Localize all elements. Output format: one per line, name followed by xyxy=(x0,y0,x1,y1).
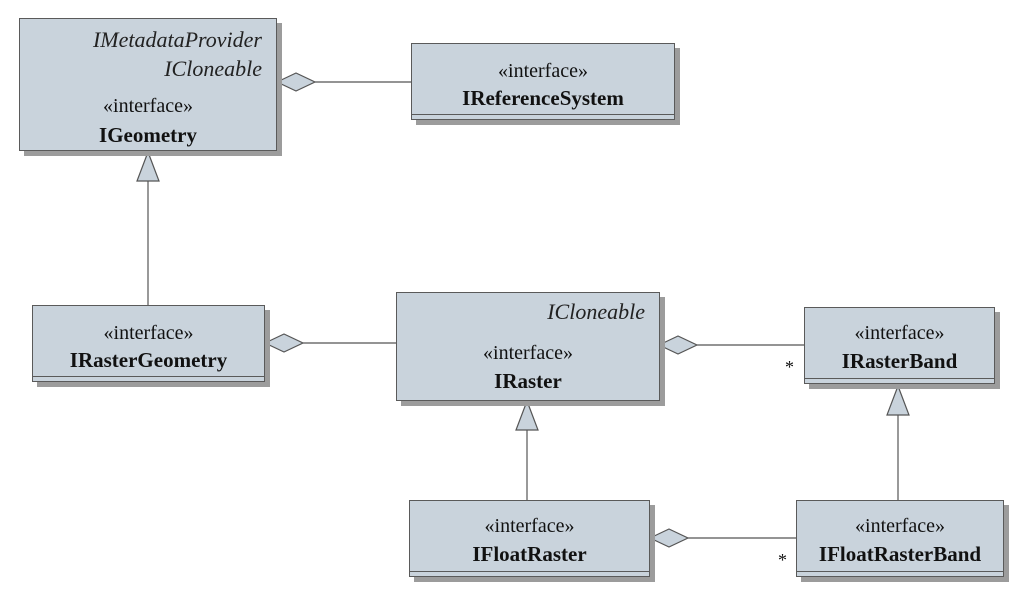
multiplicity-label: * xyxy=(778,550,787,570)
class-name: IFloatRasterBand xyxy=(818,542,982,566)
class-name: IRaster xyxy=(494,369,562,393)
node-iraster[interactable]: ICloneable «interface» IRaster xyxy=(396,292,660,401)
node-igeometry[interactable]: IMetadataProvider ICloneable «interface»… xyxy=(19,18,277,151)
class-name: IRasterBand xyxy=(841,349,958,373)
implements-icloneable: ICloneable xyxy=(547,299,645,324)
node-irasterband[interactable]: «interface» IRasterBand xyxy=(804,307,995,384)
node-ifloatrasterband[interactable]: «interface» IFloatRasterBand xyxy=(796,500,1004,577)
implements-imetadataprovider: IMetadataProvider xyxy=(92,27,262,52)
stereotype-label: «interface» xyxy=(483,342,573,364)
aggregation-diamond-icon xyxy=(275,72,317,92)
stereotype-label: «interface» xyxy=(103,322,194,344)
compartment-divider xyxy=(412,114,674,115)
stereotype-label: «interface» xyxy=(855,515,945,537)
aggregation-diamond-icon xyxy=(648,528,690,548)
class-name: IFloatRaster xyxy=(472,542,587,566)
compartment-divider xyxy=(33,376,264,377)
stereotype-label: «interface» xyxy=(498,60,588,82)
node-irastergeometry[interactable]: «interface» IRasterGeometry xyxy=(32,305,265,382)
stereotype-label: «interface» xyxy=(854,322,945,344)
node-ifloatraster[interactable]: «interface» IFloatRaster xyxy=(409,500,650,577)
node-ireferencesystem[interactable]: «interface» IReferenceSystem xyxy=(411,43,675,120)
generalization-triangle-icon xyxy=(136,150,160,182)
compartment-divider xyxy=(805,378,994,379)
implements-icloneable: ICloneable xyxy=(164,56,262,81)
stereotype-label: «interface» xyxy=(103,95,193,117)
multiplicity-label: * xyxy=(785,357,794,377)
class-name: IReferenceSystem xyxy=(462,86,624,110)
aggregation-diamond-icon xyxy=(263,333,305,353)
compartment-divider xyxy=(410,571,649,572)
generalization-triangle-icon xyxy=(515,399,539,431)
class-name: IRasterGeometry xyxy=(69,348,228,372)
stereotype-label: «interface» xyxy=(484,515,575,537)
generalization-triangle-icon xyxy=(886,384,910,416)
class-name: IGeometry xyxy=(99,123,197,147)
compartment-divider xyxy=(797,571,1003,572)
aggregation-diamond-icon xyxy=(657,335,699,355)
